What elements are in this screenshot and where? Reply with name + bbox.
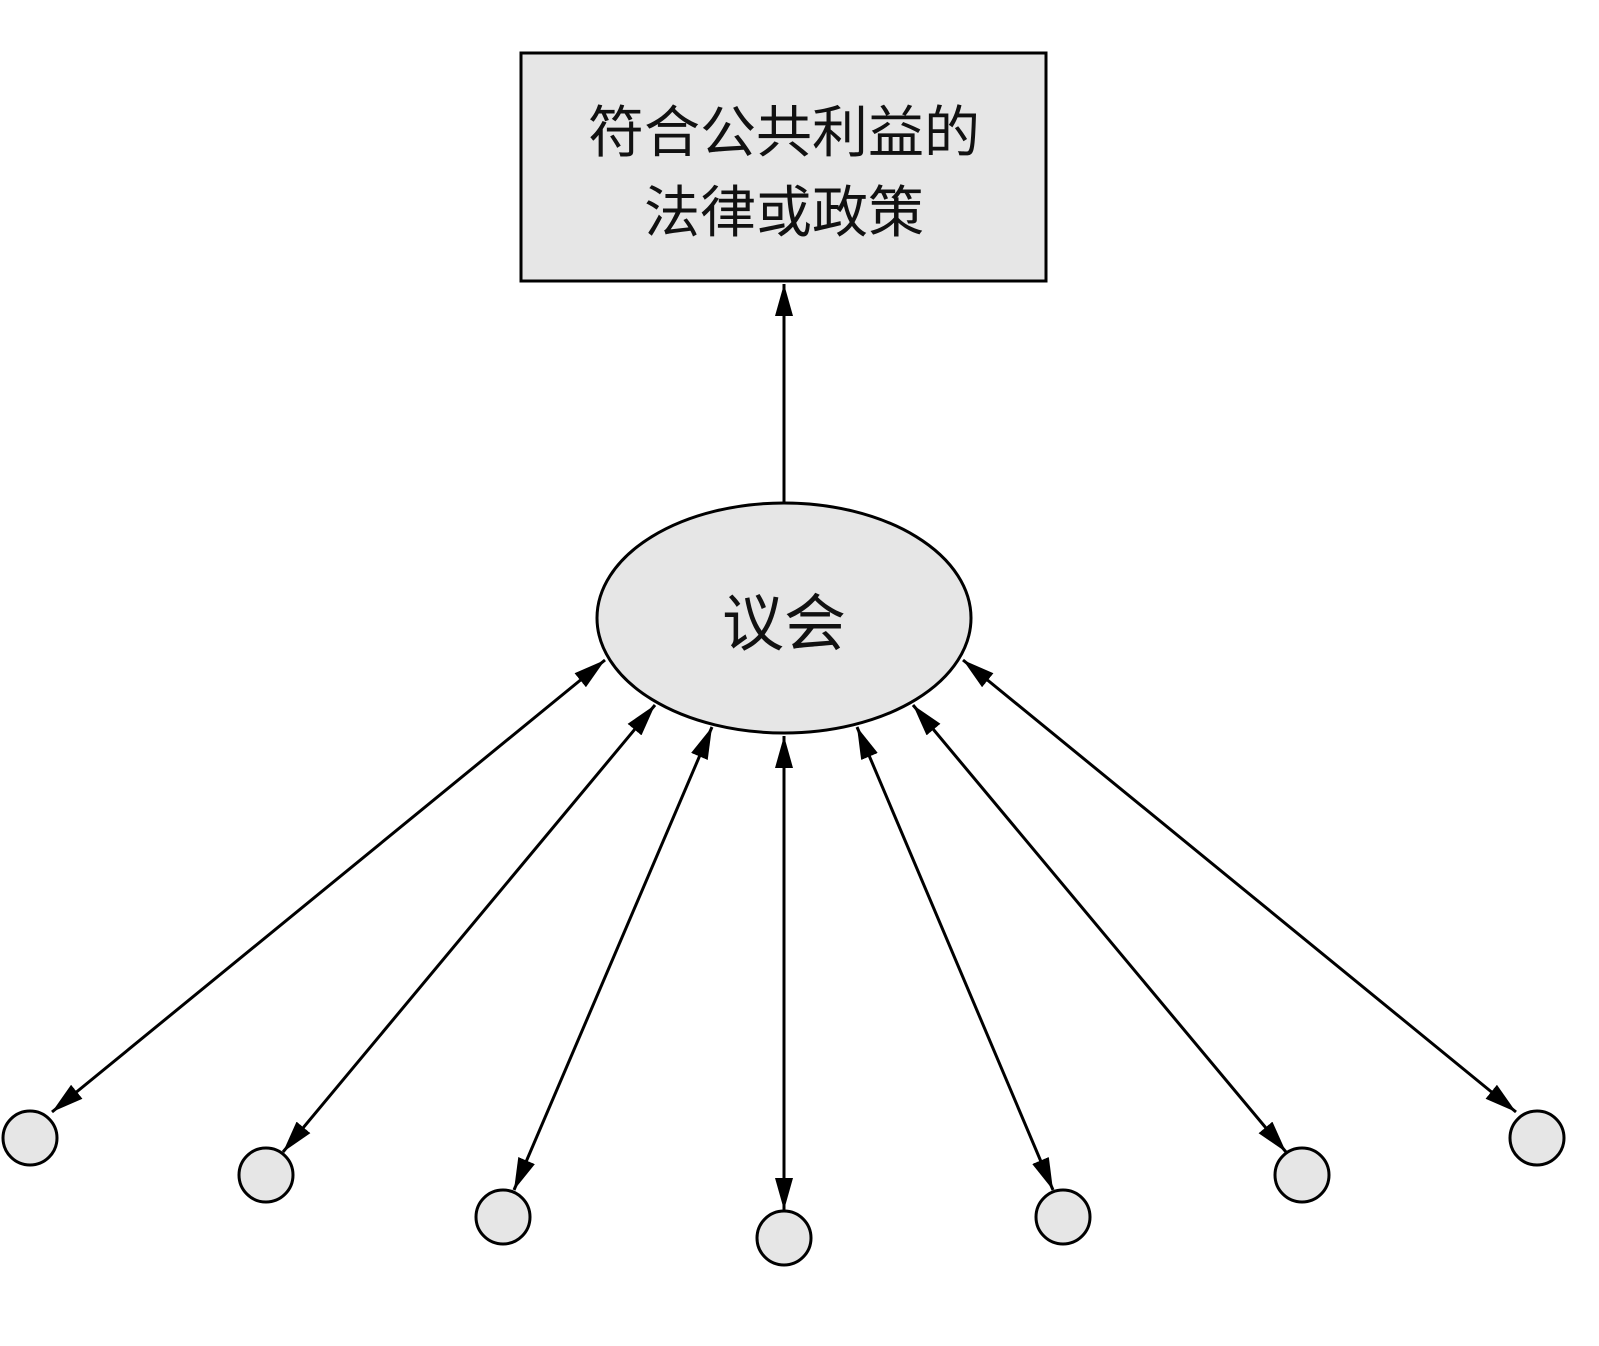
member-node-6 [1273, 1146, 1331, 1204]
parliament-label: 议会 [722, 587, 846, 660]
link-5 [855, 726, 1055, 1191]
member-nodes [1, 1109, 1566, 1267]
member-node-3 [474, 1188, 532, 1246]
parliament-node: 议会 [595, 501, 973, 735]
member-node-1 [1, 1109, 59, 1167]
policy-box-line1: 符合公共利益的 [588, 101, 980, 166]
member-node-7 [1508, 1109, 1566, 1167]
policy-box-line2: 法律或政策 [644, 181, 924, 246]
policy-box: 符合公共利益的 法律或政策 [519, 51, 1048, 283]
link-1 [51, 658, 606, 1114]
link-7 [962, 658, 1517, 1114]
member-node-2 [237, 1146, 295, 1204]
member-node-4 [755, 1209, 813, 1267]
link-3 [512, 726, 714, 1191]
member-node-5 [1034, 1188, 1092, 1246]
member-links [51, 658, 1517, 1210]
